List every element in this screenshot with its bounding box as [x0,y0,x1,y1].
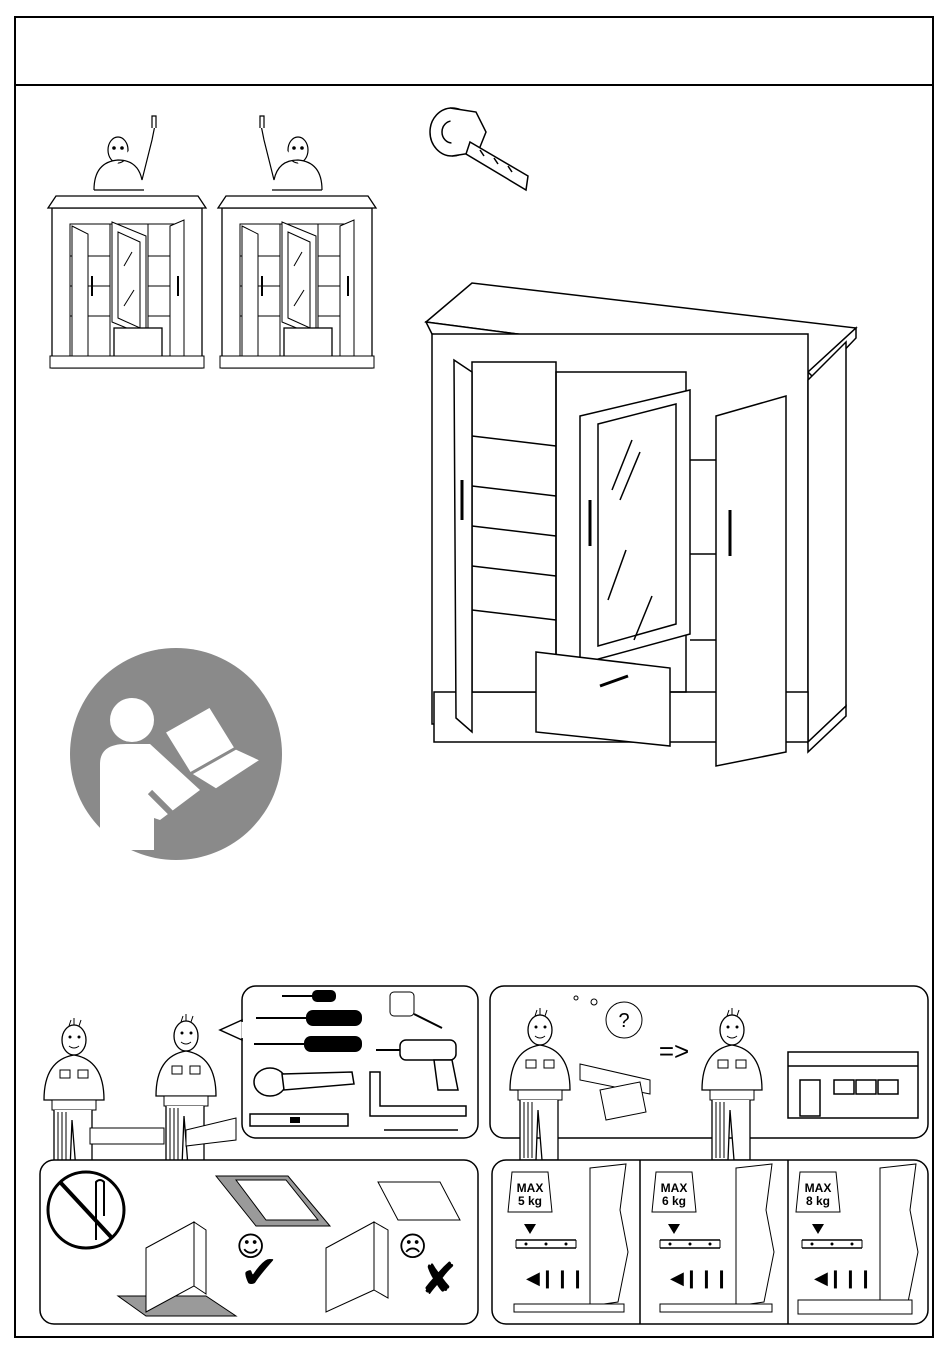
weight-label-6kg: MAX 6 kg [652,1182,696,1208]
cabinet-left-variant [48,196,206,368]
drawer-load-panel: ◀❙❙❙ ◀❙❙❙ ◀❙❙❙ [492,1160,928,1324]
store-icon [788,1052,918,1118]
floor-protection-panel: ☺ ✔ ☹ ✘ [40,1160,478,1324]
load-label: 6 kg [652,1195,696,1208]
cabinet-right-variant [218,196,376,368]
read-instructions-icon [70,648,282,860]
wardrobe-illustration [426,283,856,766]
no-children-icon [48,1172,124,1248]
check-mark-icon: ✔ [240,1245,279,1299]
spirit-level-icon [250,1114,348,1126]
drawer-pull-arrow: ◀❙❙❙ [670,1268,729,1289]
drawer-pull-arrow: ◀❙❙❙ [814,1268,873,1289]
load-label: 5 kg [508,1195,552,1208]
tape-measure-icon [430,108,528,190]
arrow-symbol: => [659,1036,689,1066]
worker-pointing-right [260,116,322,190]
worker-pointing-left [94,116,156,190]
question-mark: ? [618,1010,629,1032]
tools-panel [44,986,478,1170]
drawer-pull-arrow: ◀❙❙❙ [526,1268,585,1289]
cross-mark-icon: ✘ [420,1254,457,1305]
weight-label-5kg: MAX 5 kg [508,1182,552,1208]
load-label: 8 kg [796,1195,840,1208]
weight-label-8kg: MAX 8 kg [796,1182,840,1208]
help-panel: ? => [490,986,928,1160]
